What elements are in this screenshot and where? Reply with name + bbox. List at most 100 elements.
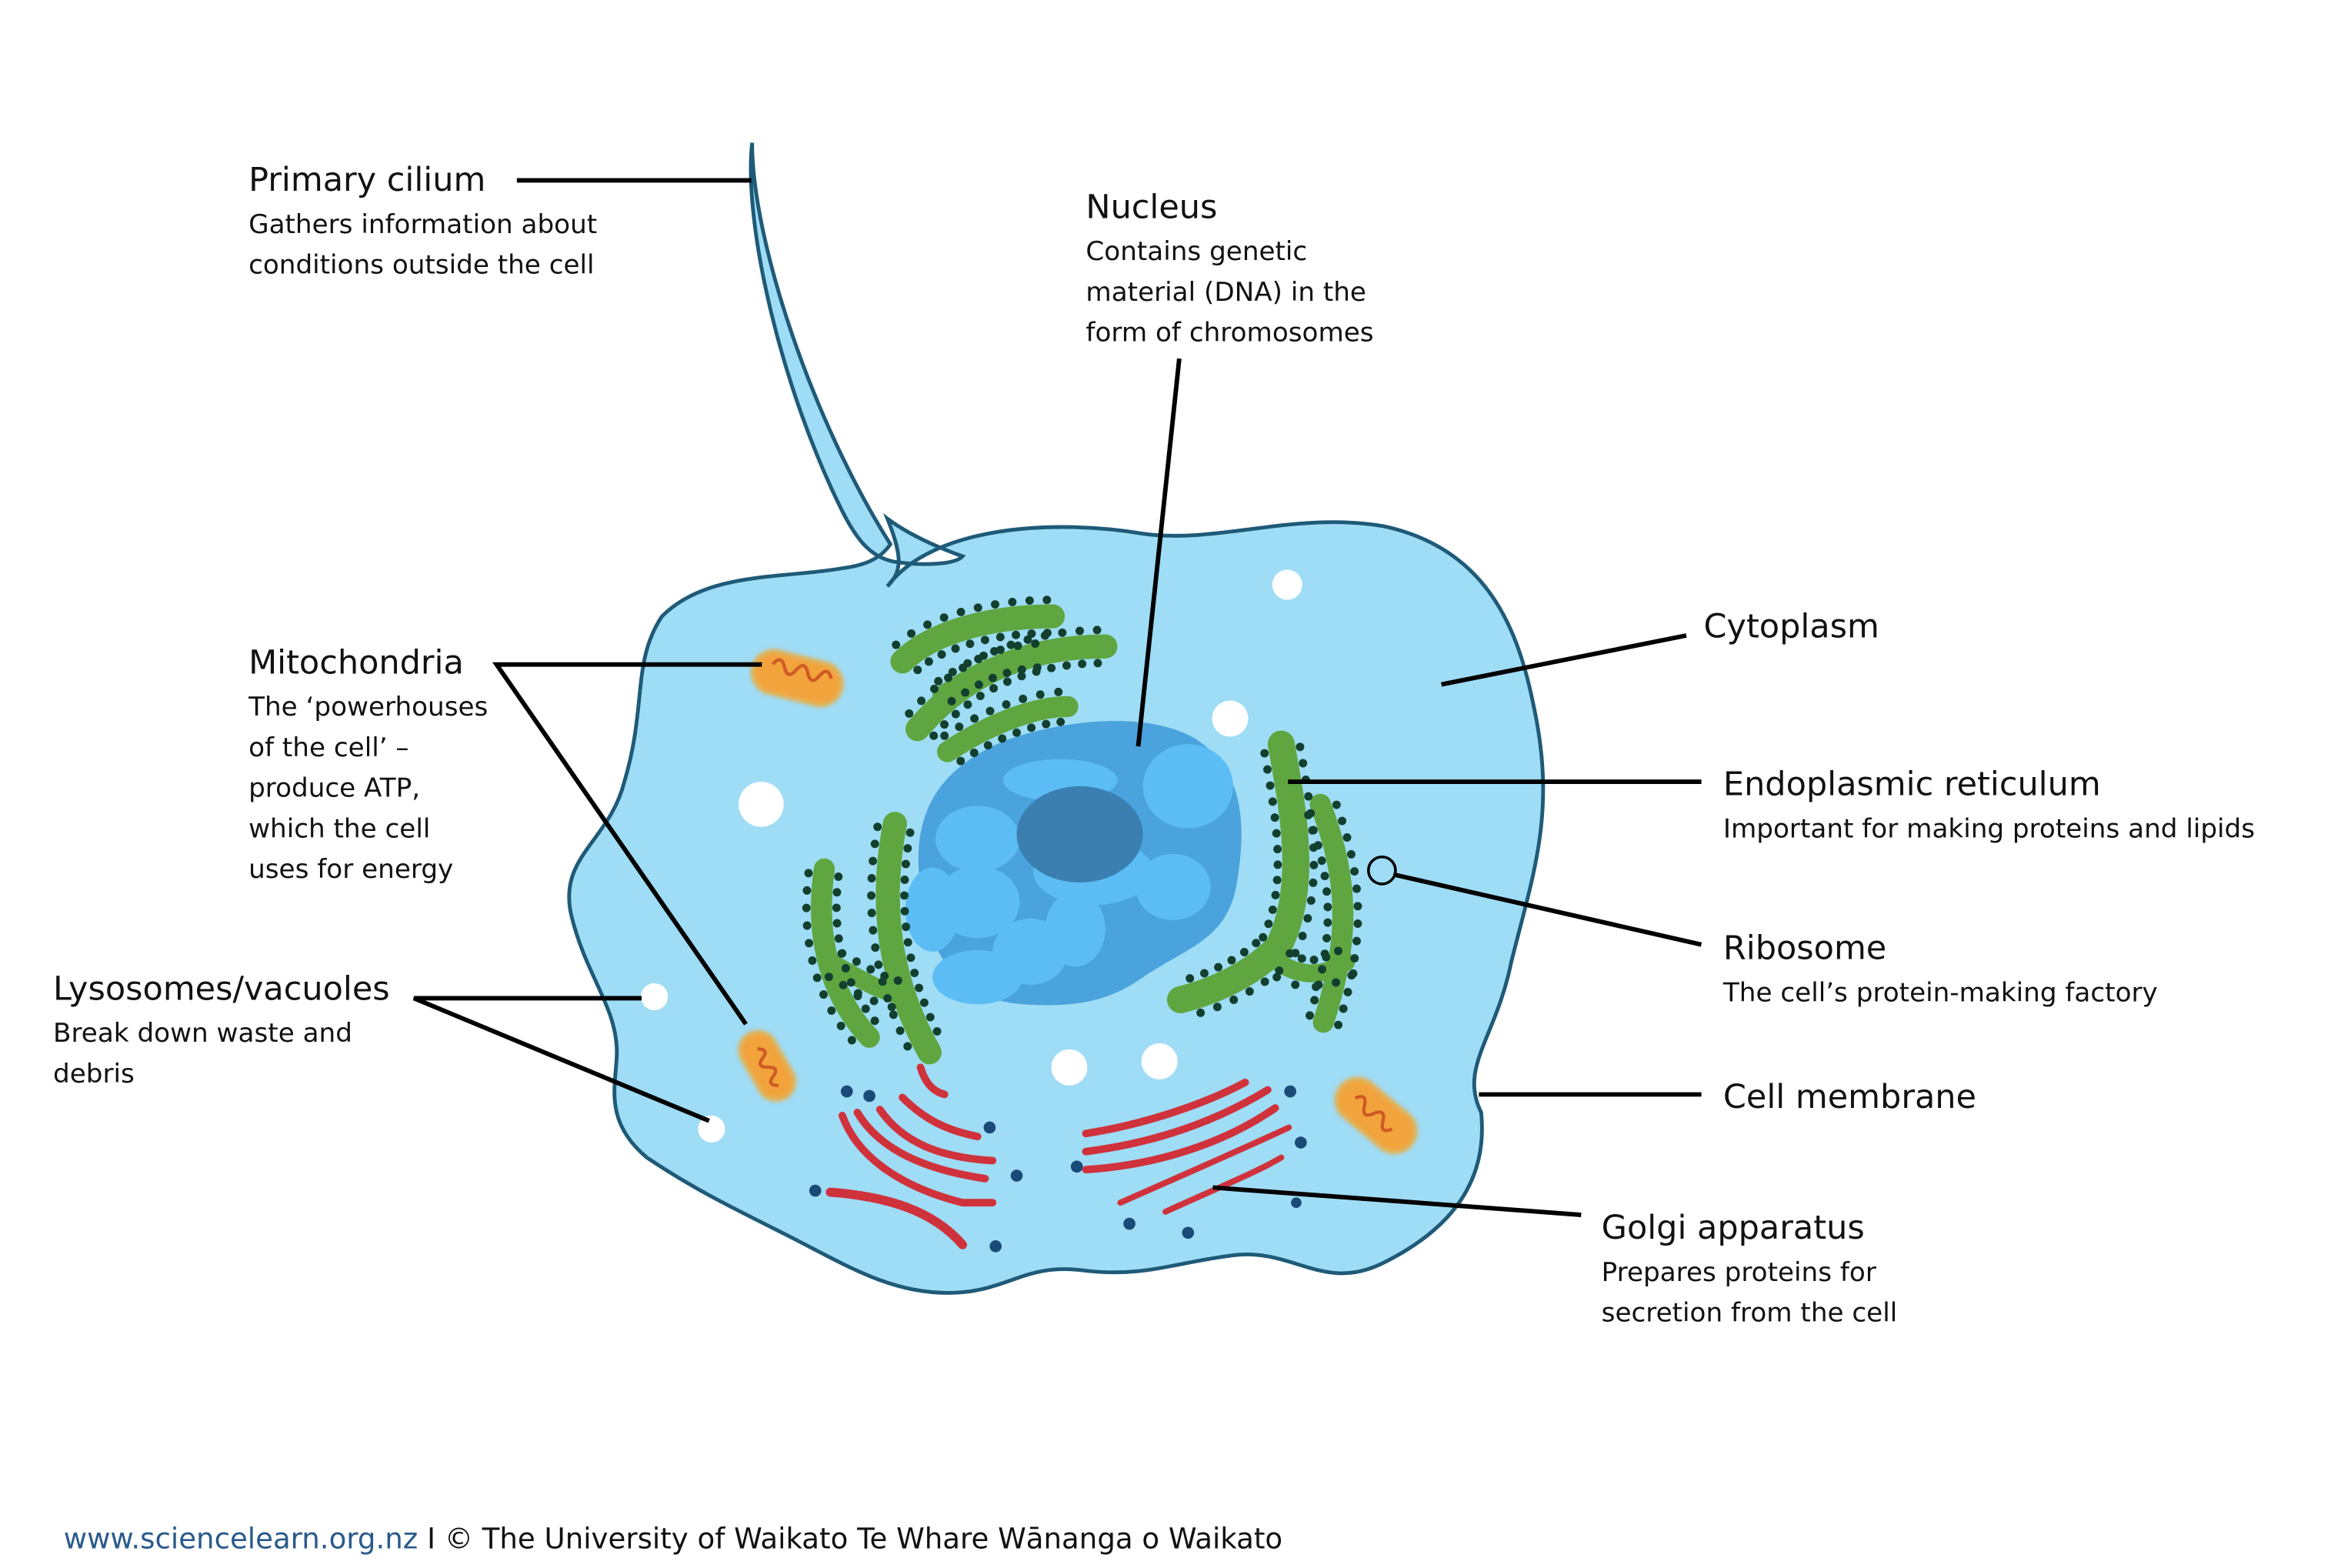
ribosome-dot [887,1003,896,1012]
ribosome-dot [989,684,999,693]
label-description-line: which the cell [248,813,430,844]
ribosome-dot [852,957,861,966]
ribosome-dot [804,869,813,878]
label-description-line: The cell’s protein-making factory [1722,977,2158,1008]
ribosome-dot [1353,919,1362,928]
ribosome-dot [1339,1004,1348,1013]
ribosome-dot [819,990,828,999]
ribosome-dot [1245,987,1254,996]
ribosome-dot [1078,659,1087,669]
ribosome-highlight [1367,856,1397,886]
label-title: Cytoplasm [1704,607,1879,646]
ribosome-dot [956,756,965,766]
ribosome-dot [1062,661,1071,670]
label-description-line: debris [53,1059,135,1089]
label-description-line: Gathers information about [248,209,597,240]
ribosome-dot [923,620,932,629]
ribosome-dot [802,921,812,930]
ribosome-dot [1013,641,1022,650]
ribosome-dot [867,891,876,900]
footer-link[interactable]: www.sciencelearn.org.nz [64,1523,419,1556]
ribosome-dot [834,872,843,881]
ribosome-dot [1266,781,1275,790]
ribosome-dot [900,906,909,916]
leader-nucleus [1135,358,1182,747]
golgi-vesicles [809,1085,1307,1253]
nucleolus [1016,786,1143,882]
ribosome-dot [1322,952,1331,962]
ribosome-dot [917,696,926,706]
ribosome-dot [995,632,1005,642]
ribosome-dot [903,938,912,947]
ribosome-dot [1031,639,1040,648]
ribosome-dot [1035,690,1045,699]
label-description-line: Break down waste and [53,1018,352,1049]
label-title: Primary cilium [248,161,485,199]
ribosome-dot [1042,596,1052,605]
chromatin [905,744,1233,1005]
ribosome-dot [965,639,975,649]
ribosome-dot [929,731,939,740]
ribosome-dot [1027,629,1036,638]
ribosome-dot [900,875,909,884]
ribosome-dot [1320,872,1329,881]
label-cytoplasm: Cytoplasm [1704,607,1879,646]
ribosome-dot [1332,800,1341,809]
footer: www.sciencelearn.org.nz I © The Universi… [64,1523,1282,1556]
ribosome-dot [906,953,915,962]
ribosome-dot [869,856,878,866]
ribosome-dot [1343,988,1352,996]
ribosome-dot [1273,845,1282,854]
ribosome-dot [913,666,922,675]
ribosome-dot [1353,902,1362,911]
ribosome-dot [832,903,841,912]
ribosome-dot [832,919,842,928]
ribosome-dot [988,673,997,682]
ribosome-dot [802,886,812,895]
footer-copyright: © The University of Waikato Te Whare Wān… [445,1523,1282,1556]
label-description-line: The ‘powerhouses [248,692,488,722]
ribosome-dot [1252,939,1261,948]
ribosome-dot [932,1027,942,1036]
ribosome-dot [889,1010,898,1019]
ribosome-dot [1054,687,1063,696]
ribosome-dot [1313,841,1322,850]
ribosome-dot [1309,826,1318,835]
ribosome-dot [963,659,972,668]
ribosome-dot [1306,896,1316,905]
leader-cytoplasm [1441,633,1687,687]
ribosome-dot [925,1013,935,1022]
ribosome-dot [901,859,910,869]
ribosome-dot [944,673,953,682]
ribosome-dot [1349,969,1358,978]
ribosome-dot [824,972,833,982]
ribosome-dot [919,998,929,1007]
ribosome-dot [1042,719,1051,729]
ribosome-dot [969,749,979,757]
ribosome-dot [839,980,848,989]
ribosome-dot [900,891,909,900]
ribosome-dot [873,822,882,832]
ribosome-dot [1304,810,1313,819]
ribosome-dot [903,1042,912,1051]
leader-lines [412,178,1702,1217]
label-description-line: Prepares proteins for [1602,1257,1877,1288]
footer-separator: I [418,1523,445,1556]
ribosome-dot [905,828,915,837]
ribosome-dot [940,720,949,729]
ribosome-dot [1272,972,1282,982]
ribosome-dot [1264,919,1273,929]
ribosome-dot [940,731,949,740]
ribosome-dot [1272,876,1282,885]
ribosome-dot [880,972,889,980]
ribosome-dot [985,706,995,716]
ribosome-dot [1260,749,1269,758]
ribosome-dot [1322,933,1332,942]
endoplasmic-reticulum [811,604,1356,1065]
ribosome-dot [1306,1011,1314,1020]
ribosome-dot [1273,860,1282,869]
ribosome-dot [907,629,916,638]
